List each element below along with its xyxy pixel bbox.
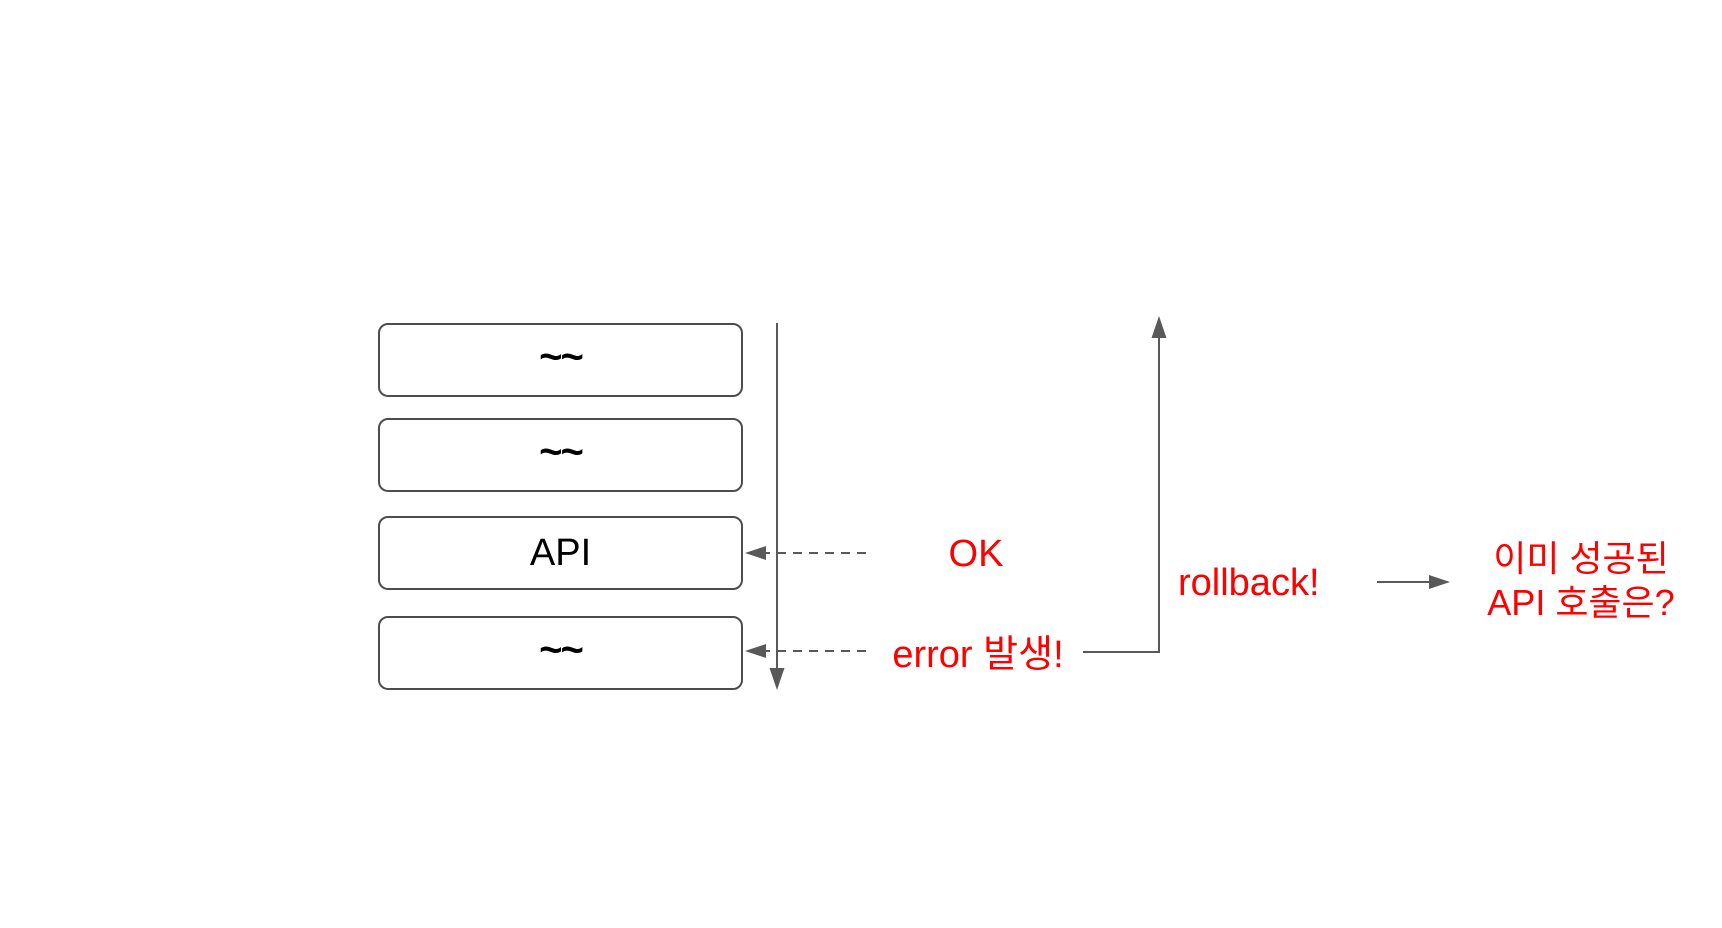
stack-box: ~~ <box>378 418 743 492</box>
execution-flow-arrow <box>769 323 785 690</box>
stack-box-label: ~~ <box>539 430 584 474</box>
api-box: API <box>378 516 743 590</box>
ok-response-arrow <box>745 546 866 560</box>
question-annotation: 이미 성공된 API 호출은? <box>1487 537 1674 625</box>
stack-box-label: ~~ <box>539 628 584 672</box>
stack-box: ~~ <box>378 323 743 397</box>
rollback-arrow <box>1083 316 1167 653</box>
api-box-label: API <box>529 532 592 574</box>
stack-box: ~~ <box>378 616 743 690</box>
question-line-1: 이미 성공된 <box>1493 538 1669 579</box>
rollback-annotation: rollback! <box>1178 562 1320 605</box>
error-response-arrow <box>745 644 866 658</box>
question-line-2: API 호출은? <box>1487 582 1675 623</box>
stack-box-label: ~~ <box>539 335 584 379</box>
question-arrow <box>1377 575 1450 589</box>
error-annotation: error 발생! <box>892 634 1064 677</box>
ok-annotation: OK <box>948 533 1004 576</box>
